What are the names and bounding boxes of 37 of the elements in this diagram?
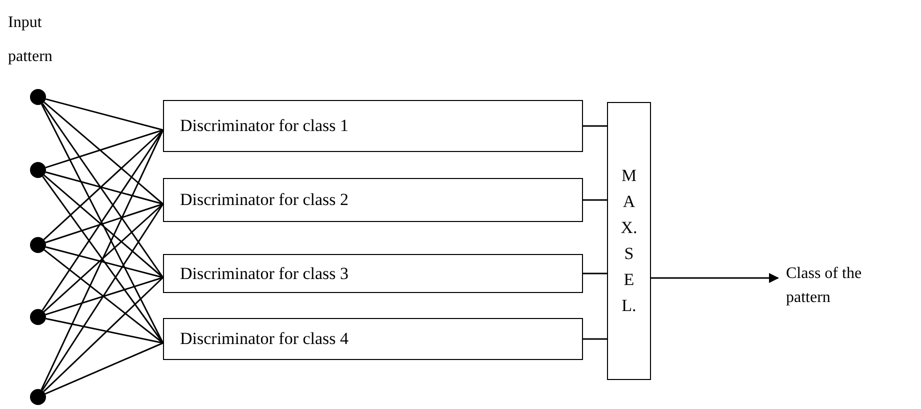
connection-line [46,98,164,131]
connection-line [46,318,164,344]
connection-line [44,174,164,278]
discriminator-box: Discriminator for class 2 [163,178,583,222]
connection-line [42,204,164,391]
connection-line [583,272,607,274]
connection-line [43,203,164,312]
discriminator-box: Discriminator for class 1 [163,100,583,152]
connection-line [45,129,164,168]
connection-line [40,130,164,390]
connection-line [46,246,164,278]
input-dot [30,389,46,405]
connection-line [583,338,607,340]
connection-line [43,129,164,240]
discriminator-box: Discriminator for class 3 [163,254,583,293]
output-label: Class of the pattern [786,262,882,310]
discriminator-box: Discriminator for class 4 [163,318,583,360]
connection-line [45,276,164,316]
input-dot [30,237,46,253]
input-dot [30,162,46,178]
connection-line [43,276,164,392]
connection-line [45,342,164,395]
connection-line [45,203,164,244]
arrow [651,273,779,283]
connection-line [46,171,164,205]
connection-line [42,130,164,311]
max-selector-box: M A X. S E L. [607,102,651,380]
connection-line [44,102,164,205]
connection-line [583,125,607,127]
connection-line [42,176,164,344]
input-dot [30,89,46,105]
input-label: Input pattern [8,13,54,67]
input-dot [30,309,46,325]
connection-line [42,103,164,278]
connection-line [44,249,164,344]
connection-line [583,199,607,201]
connection-line [40,104,164,344]
